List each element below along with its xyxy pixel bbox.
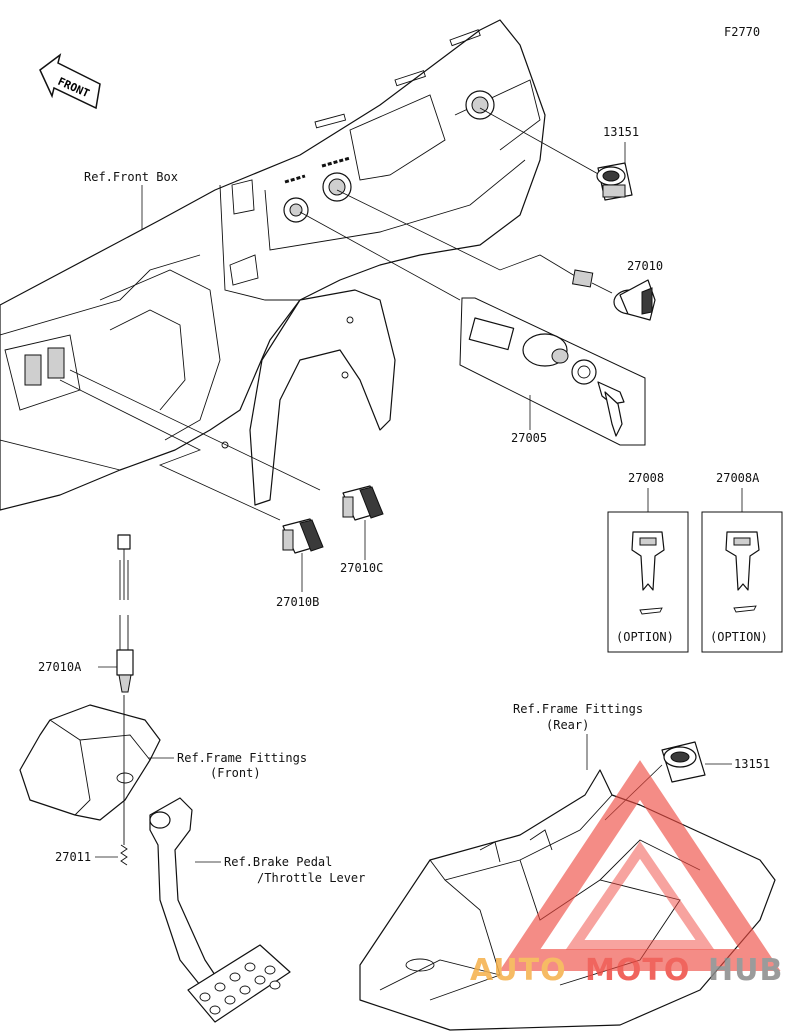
ref-frame-rear-line2: (Rear) (546, 718, 589, 732)
frame-fitting-front (19, 695, 161, 845)
part-27010-switch (571, 269, 656, 321)
option-right-label: (OPTION) (710, 630, 768, 644)
part-27005-label: 27005 (511, 431, 547, 445)
part-27010-label: 27010 (627, 259, 663, 273)
watermark-moto: MOTO (585, 953, 690, 988)
part-27010B-switch (282, 518, 324, 554)
watermark-logo: AUTO MOTO HUB (470, 760, 783, 988)
figure-code: F2770 (724, 25, 760, 39)
part-27011-label: 27011 (55, 850, 91, 864)
dashboard-leaders (59, 107, 601, 521)
part-27008-label: 27008 (628, 471, 664, 485)
ref-frame-front-line1: Ref.Frame Fittings (177, 751, 307, 765)
part-27010C-switch (342, 485, 384, 521)
option-left-label: (OPTION) (616, 630, 674, 644)
watermark-auto: AUTO (470, 953, 567, 988)
ref-brake-line1: Ref.Brake Pedal (224, 855, 332, 869)
part-13151-socket-bottom (661, 741, 706, 783)
part-13151-socket-top (596, 162, 633, 201)
part-27008A-option-box: (OPTION) (701, 511, 783, 653)
ref-brake-line2: /Throttle Lever (257, 871, 365, 885)
part-27008-option-box: (OPTION) (607, 511, 689, 653)
dashboard-panel (0, 19, 546, 511)
part-27010B-label: 27010B (276, 595, 319, 609)
part-27011-spring (120, 844, 128, 866)
watermark-hub: HUB (708, 953, 783, 988)
ref-frame-rear-line1: Ref.Frame Fittings (513, 702, 643, 716)
part-27008A-label: 27008A (716, 471, 760, 485)
part-27010A-switch (116, 534, 134, 693)
part-27005-ignition-set (459, 297, 646, 446)
part-27010A-label: 27010A (38, 660, 82, 674)
ref-front-box-label: Ref.Front Box (84, 170, 178, 184)
part-13151-top-label: 13151 (603, 125, 639, 139)
part-27010C-label: 27010C (340, 561, 383, 575)
ref-frame-front-line2: (Front) (210, 766, 261, 780)
part-13151-bottom-label: 13151 (734, 757, 770, 771)
front-arrow-icon: FRONT (39, 53, 101, 110)
brake-pedal (149, 797, 291, 1023)
